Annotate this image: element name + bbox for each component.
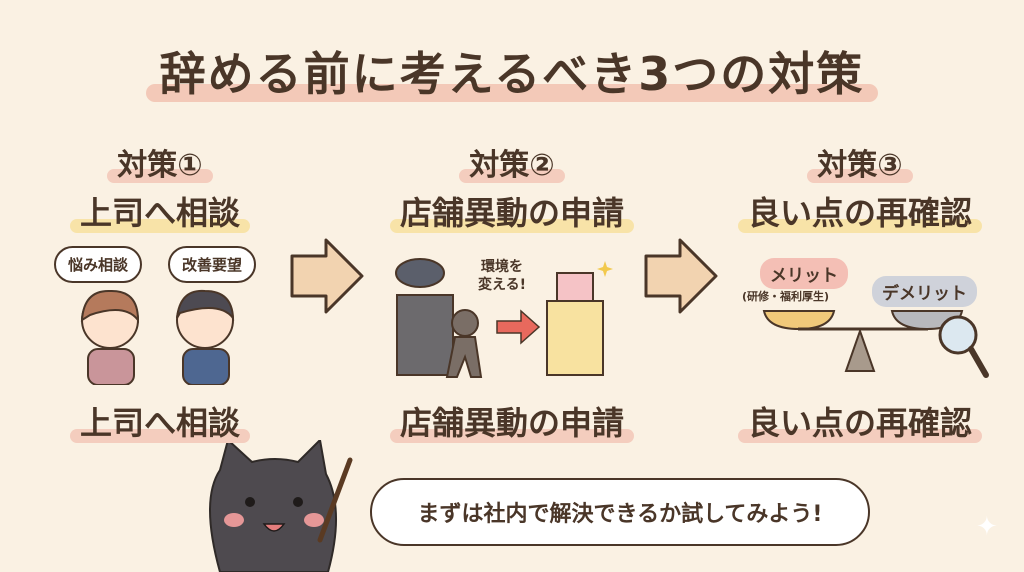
- merit-tag: メリット: [760, 258, 848, 289]
- demerit-tag: デメリット: [872, 276, 977, 307]
- measure-1-bottom: 上司へ相談: [0, 398, 320, 444]
- measure-3: 対策③ 良い点の再確認: [700, 140, 1020, 234]
- walking-person-icon: [445, 309, 483, 378]
- measure-label: 対策③: [807, 140, 914, 184]
- measure-name: 良い点の再確認: [737, 188, 983, 234]
- speech-bubble-worries: 悩み相談: [54, 246, 143, 283]
- measure-label: 対策②: [459, 140, 566, 184]
- measure-name: 店舗異動の申請: [389, 188, 635, 234]
- measure-2-bottom: 店舗異動の申請: [352, 398, 672, 444]
- magnifier-icon: [938, 315, 989, 378]
- measure-2: 対策② 店舗異動の申請: [352, 140, 672, 234]
- speech-bubble-requests: 改善要望: [168, 246, 257, 283]
- measure-3-bottom: 良い点の再確認: [700, 398, 1020, 444]
- cat-speech-bubble: まずは社内で解決できるか試してみよう!: [370, 478, 870, 546]
- woman-icon: [80, 289, 140, 385]
- cloud-icon: [395, 258, 445, 288]
- arrow-right-icon: [290, 238, 364, 314]
- sparkle-icon: ✦: [976, 512, 998, 542]
- measure-label: 対策①: [107, 140, 214, 184]
- change-environment-caption: 環境を変える!: [478, 259, 526, 293]
- pointer-stick: [317, 457, 353, 543]
- cat-mascot-icon: [209, 440, 353, 572]
- measure-name: 上司へ相談: [69, 188, 251, 234]
- old-building-icon: [396, 294, 454, 376]
- measure-1: 対策① 上司へ相談: [0, 140, 320, 234]
- boss-icon: [176, 289, 235, 385]
- balance-scale-icon: [762, 310, 989, 378]
- transfer-illustration: [395, 258, 613, 378]
- consultation-illustration: [80, 289, 235, 385]
- page-title: 辞める前に考えるべき3つの対策: [0, 38, 1024, 104]
- red-arrow-icon: [496, 309, 541, 345]
- arrow-right-icon: [644, 238, 718, 314]
- new-building-icon: [546, 261, 613, 376]
- merit-note: (研修・福利厚生): [742, 290, 830, 303]
